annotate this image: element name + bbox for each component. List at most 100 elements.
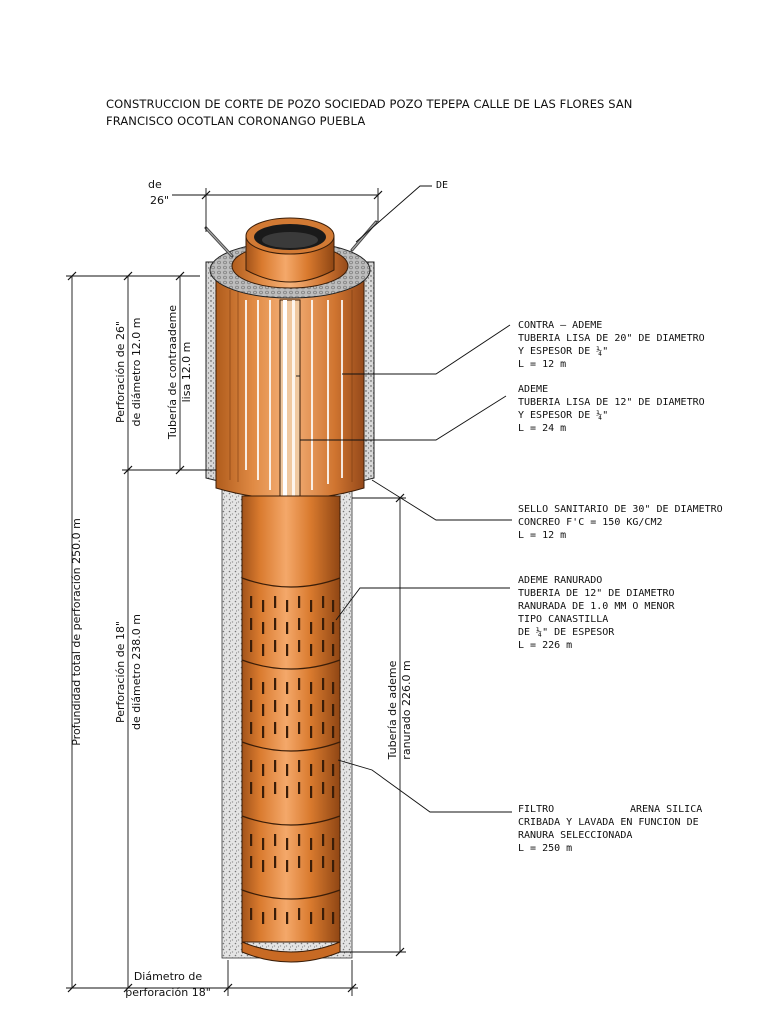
screen-slot <box>332 682 335 694</box>
screen-slot <box>310 764 313 776</box>
screen-slot <box>298 618 301 630</box>
screen-slot <box>286 644 289 656</box>
screen-slot <box>332 838 335 850</box>
screen-slot <box>262 622 265 634</box>
screen-slot <box>286 786 289 798</box>
dimension-lines <box>66 188 406 996</box>
screen-slot <box>262 704 265 716</box>
screen-slot <box>332 912 335 924</box>
screen-slot <box>298 640 301 652</box>
ademe-ranurado-column <box>241 495 341 943</box>
screen-slot <box>298 722 301 734</box>
svg-text:L = 226 m: L = 226 m <box>518 640 572 651</box>
screen-slot <box>322 640 325 652</box>
perf26-line1: Perforación de 26" <box>114 321 127 423</box>
screen-slot <box>262 912 265 924</box>
svg-text:Y ESPESOR DE ¼": Y ESPESOR DE ¼" <box>518 345 608 357</box>
contraademe-line1: Tubería de contraademe <box>166 305 179 440</box>
screen-slot <box>298 678 301 690</box>
svg-text:ADEME: ADEME <box>518 384 548 395</box>
screen-slot <box>298 760 301 772</box>
screen-slot <box>274 782 277 794</box>
screen-slot <box>310 704 313 716</box>
screen-slot <box>310 682 313 694</box>
screen-slot <box>274 596 277 608</box>
title-line-2: FRANCISCO OCOTLAN CORONANGO PUEBLA <box>106 114 366 128</box>
svg-text:FILTRO: FILTRO <box>518 804 554 815</box>
screen-slot <box>274 856 277 868</box>
svg-text:L = 12 m: L = 12 m <box>518 530 566 541</box>
screen-slot <box>286 622 289 634</box>
screen-slot <box>262 838 265 850</box>
drawing-title: CONSTRUCCION DE CORTE DE POZO SOCIEDAD P… <box>106 96 666 130</box>
screen-slot <box>286 600 289 612</box>
screen-slot <box>262 726 265 738</box>
screen-slot <box>274 722 277 734</box>
screen-slot <box>332 644 335 656</box>
screen-slot <box>322 618 325 630</box>
svg-text:Y ESPESOR DE ¼": Y ESPESOR DE ¼" <box>518 409 608 421</box>
screen-slot <box>332 622 335 634</box>
screen-slot <box>310 860 313 872</box>
screen-slot <box>250 722 253 734</box>
svg-text:DE ¼" DE ESPESOR: DE ¼" DE ESPESOR <box>518 626 615 638</box>
screen-slot <box>322 908 325 920</box>
screen-slot <box>250 618 253 630</box>
svg-text:CRIBADA Y LAVADA EN FUNCION DE: CRIBADA Y LAVADA EN FUNCION DE <box>518 817 699 828</box>
svg-text:TUBERIA DE 12" DE DIAMETRO: TUBERIA DE 12" DE DIAMETRO <box>518 588 675 599</box>
svg-text:CONTRA – ADEME: CONTRA – ADEME <box>518 320 602 331</box>
title-line-1: CONSTRUCCION DE CORTE DE POZO SOCIEDAD P… <box>106 97 633 111</box>
screen-slot <box>250 908 253 920</box>
screen-slot <box>250 856 253 868</box>
svg-text:L = 250 m: L = 250 m <box>518 843 572 854</box>
screen-slot <box>310 622 313 634</box>
perf18-line1: Perforación de 18" <box>114 621 127 723</box>
svg-text:TIPO CANASTILLA: TIPO CANASTILLA <box>518 614 608 625</box>
screen-slots <box>250 596 335 924</box>
screen-slot <box>322 782 325 794</box>
svg-text:RANURADA DE 1.0 MM O MENOR: RANURADA DE 1.0 MM O MENOR <box>518 601 676 612</box>
well-drawing <box>204 217 378 963</box>
label-ademe: ADEME TUBERIA LISA DE 12" DE DIAMETRO Y … <box>518 384 705 434</box>
screen-slot <box>286 682 289 694</box>
screen-slot <box>286 726 289 738</box>
screen-slot <box>286 838 289 850</box>
screen-slot <box>298 908 301 920</box>
contraademe-line2: lisa 12.0 m <box>180 342 193 403</box>
casing-stripes <box>245 300 343 490</box>
bottom-diameter-line1: Diámetro de <box>134 970 203 983</box>
top-diameter-26: 26" <box>150 194 169 207</box>
screen-slot <box>298 834 301 846</box>
screen-slot <box>332 764 335 776</box>
screen-slot <box>310 726 313 738</box>
screen-slot <box>310 912 313 924</box>
screen-slot <box>332 860 335 872</box>
label-contra-ademe: CONTRA – ADEME TUBERIA LISA DE 20" DE DI… <box>518 320 705 370</box>
screen-slot <box>332 786 335 798</box>
screen-slot <box>332 704 335 716</box>
svg-text:RANURA SELECCIONADA: RANURA SELECCIONADA <box>518 830 632 841</box>
screen-slot <box>322 700 325 712</box>
screen-slot <box>274 618 277 630</box>
perf26-line2: de diámetro 12.0 m <box>130 317 143 426</box>
screen-slot <box>262 786 265 798</box>
screen-slot <box>286 704 289 716</box>
screen-slot <box>322 760 325 772</box>
screen-slot <box>274 700 277 712</box>
screen-slot <box>250 678 253 690</box>
screen-slot <box>262 644 265 656</box>
label-de: DE <box>436 180 448 191</box>
screen-slot <box>310 838 313 850</box>
screen-slot <box>286 860 289 872</box>
total-depth-label: Profundidad total de perforación 250.0 m <box>70 518 83 746</box>
screen-slot <box>250 760 253 772</box>
screen-slot <box>310 644 313 656</box>
svg-text:ADEME RANURADO: ADEME RANURADO <box>518 575 602 586</box>
screen-slot <box>274 760 277 772</box>
pipe-section-joints <box>241 577 341 900</box>
top-diameter-de: de <box>148 178 162 191</box>
screen-slot <box>250 596 253 608</box>
screen-slot <box>262 600 265 612</box>
screen-slot <box>286 764 289 776</box>
